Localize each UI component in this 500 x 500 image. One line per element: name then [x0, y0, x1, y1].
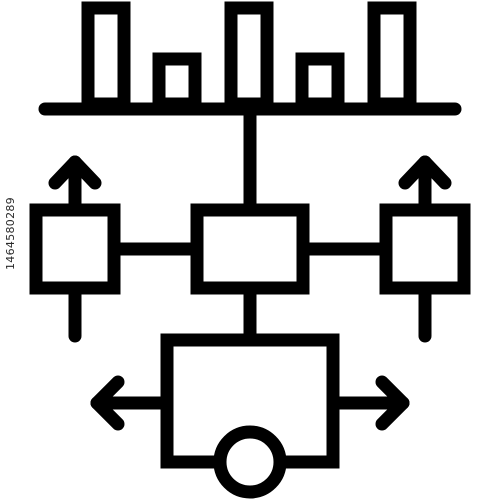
watermark-id: 1464580289: [4, 197, 17, 270]
left-node-box: [29, 203, 121, 295]
up-arrow-icon: [398, 155, 452, 217]
chart-bar: [81, 1, 131, 111]
circle-node: [213, 425, 287, 499]
right-arrow-icon: [326, 375, 410, 431]
chart-bar: [367, 1, 417, 111]
chart-bar: [152, 52, 202, 111]
left-arrow-icon: [90, 375, 174, 431]
center-node-box: [190, 203, 310, 295]
right-node-box: [379, 203, 471, 295]
up-arrow-icon: [48, 155, 102, 217]
chart-bar: [295, 52, 345, 111]
bar-chart-icon: [38, 1, 462, 116]
chart-bar: [224, 1, 274, 111]
